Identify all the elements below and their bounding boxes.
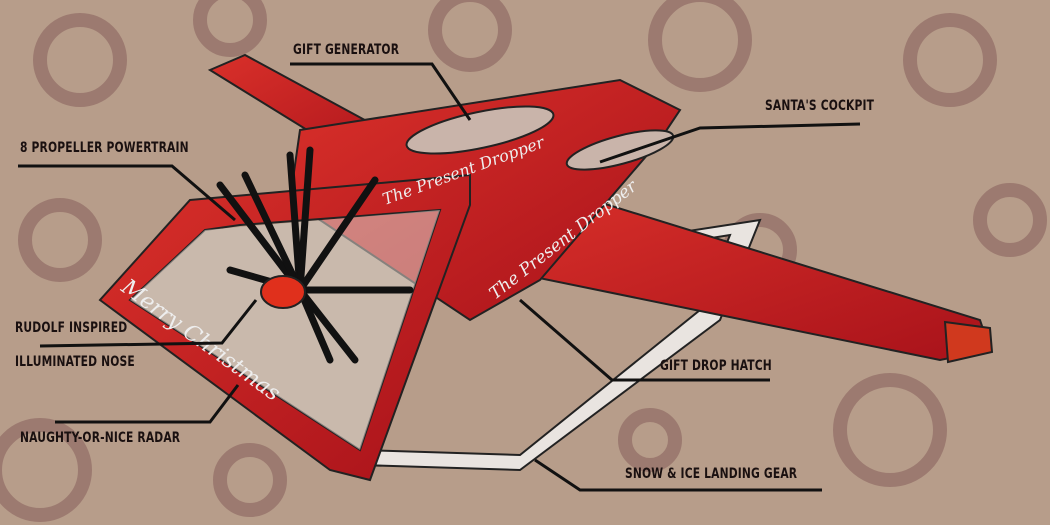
callout-propeller-powertrain: 8 PROPELLER POWERTRAIN <box>20 140 189 156</box>
callout-gift-drop-hatch: GIFT DROP HATCH <box>660 358 772 374</box>
propeller-powertrain <box>216 146 414 364</box>
callout-rudolf-line2: ILLUMINATED NOSE <box>15 354 135 370</box>
leader-lines <box>18 62 861 492</box>
callout-gift-generator: GIFT GENERATOR <box>293 42 400 58</box>
gift-generator-opening <box>405 105 555 155</box>
callout-rudolf-line1: RUDOLF INSPIRED <box>15 320 128 336</box>
callout-radar: NAUGHTY-OR-NICE RADAR <box>20 430 181 446</box>
callout-landing-gear: SNOW & ICE LANDING GEAR <box>625 466 798 482</box>
callout-santas-cockpit: SANTA'S COCKPIT <box>765 98 875 114</box>
illuminated-nose <box>260 275 306 309</box>
